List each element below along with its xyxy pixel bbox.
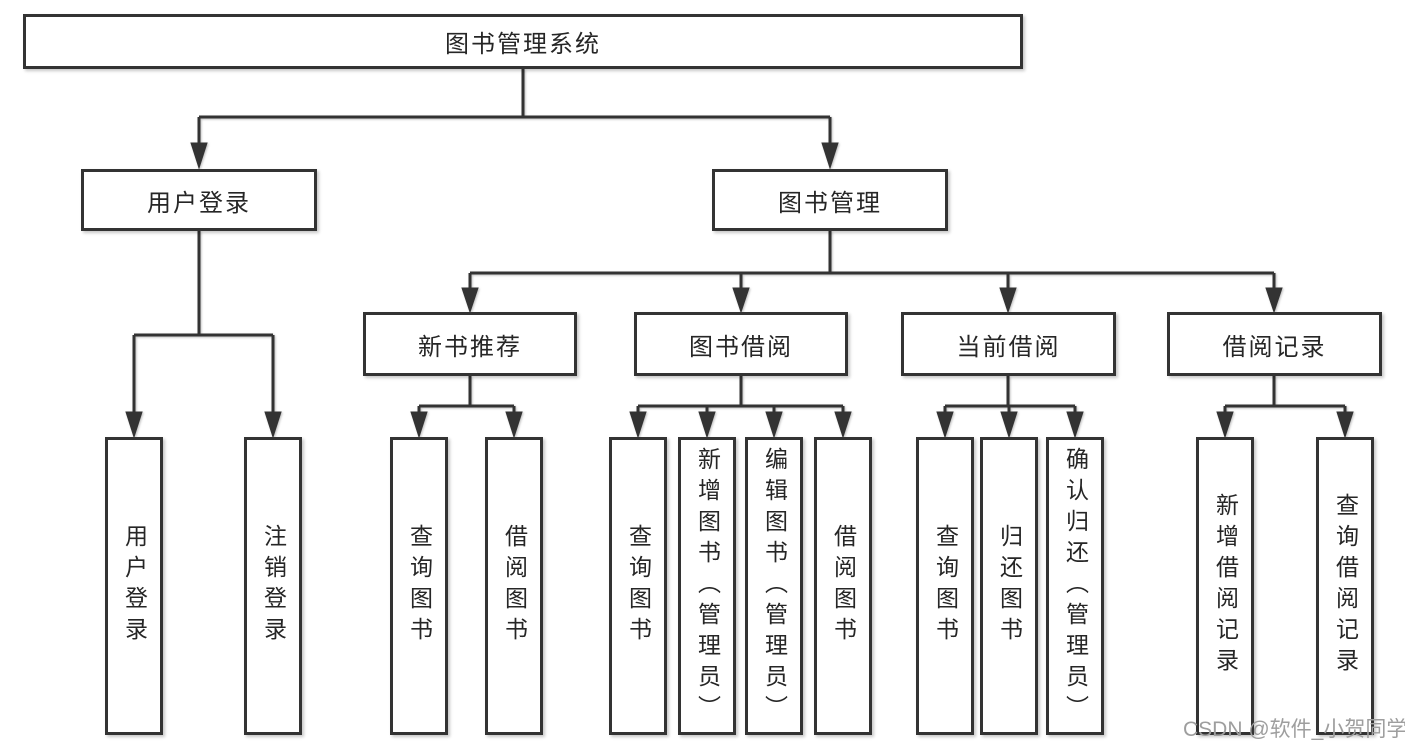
node-label: 图书借阅 bbox=[689, 333, 793, 361]
node-label: 图书管理 bbox=[778, 189, 882, 217]
csdn-watermark: CSDN @软件_小贺同学 bbox=[1183, 718, 1405, 741]
leaf-confirm-return-admin: 确认归还（管理员） bbox=[1046, 437, 1104, 735]
leaf-query-books-current: 查询图书 bbox=[916, 437, 974, 735]
leaf-borrow-books: 借阅图书 bbox=[814, 437, 872, 735]
node-current-borrow: 当前借阅 bbox=[901, 312, 1116, 376]
node-label: 查询图书 bbox=[932, 524, 959, 648]
leaf-add-borrow-record: 新增借阅记录 bbox=[1196, 437, 1254, 735]
leaf-query-books-recommend: 查询图书 bbox=[390, 437, 448, 735]
node-label: 编辑图书（管理员） bbox=[761, 446, 788, 726]
node-label: 归还图书 bbox=[996, 524, 1023, 648]
node-book-management: 图书管理 bbox=[712, 169, 948, 231]
node-label: 借阅图书 bbox=[830, 524, 857, 648]
node-new-book-recommend: 新书推荐 bbox=[363, 312, 577, 376]
leaf-edit-books-admin: 编辑图书（管理员） bbox=[745, 437, 803, 735]
connector-user-login-to-leaves bbox=[125, 231, 282, 439]
node-label: 用户登录 bbox=[121, 524, 148, 648]
node-label: 图书管理系统 bbox=[445, 31, 601, 58]
leaf-user-login: 用户登录 bbox=[105, 437, 163, 735]
node-borrow-records: 借阅记录 bbox=[1167, 312, 1382, 376]
leaf-return-books: 归还图书 bbox=[980, 437, 1038, 735]
leaf-borrow-books-recommend: 借阅图书 bbox=[485, 437, 543, 735]
connector-borrow-records-to-leaves bbox=[1216, 376, 1354, 439]
node-label: 查询图书 bbox=[406, 524, 433, 648]
node-label: 用户登录 bbox=[147, 189, 251, 217]
node-library-management-system: 图书管理系统 bbox=[23, 14, 1023, 69]
leaf-query-books-borrow: 查询图书 bbox=[609, 437, 667, 735]
node-label: 注销登录 bbox=[260, 524, 287, 648]
node-label: 借阅图书 bbox=[501, 524, 528, 648]
node-label: 新增借阅记录 bbox=[1212, 493, 1239, 679]
leaf-query-borrow-record: 查询借阅记录 bbox=[1316, 437, 1374, 735]
node-label: 新书推荐 bbox=[418, 333, 522, 361]
connector-root-to-level2 bbox=[190, 69, 839, 170]
connector-current-borrow-to-leaves bbox=[936, 376, 1084, 439]
leaf-add-books-admin: 新增图书（管理员） bbox=[678, 437, 736, 735]
connector-book-management-to-level3 bbox=[461, 231, 1283, 314]
node-book-borrow: 图书借阅 bbox=[634, 312, 848, 376]
node-label: 当前借阅 bbox=[956, 333, 1061, 361]
connector-new-book-recommend-to-leaves bbox=[410, 376, 523, 439]
node-label: 查询图书 bbox=[625, 524, 652, 648]
node-user-login: 用户登录 bbox=[81, 169, 317, 231]
node-label: 新增图书（管理员） bbox=[694, 446, 721, 726]
node-label: 确认归还（管理员） bbox=[1062, 446, 1089, 726]
node-label: 查询借阅记录 bbox=[1332, 493, 1359, 679]
leaf-logout: 注销登录 bbox=[244, 437, 302, 735]
connector-book-borrow-to-leaves bbox=[629, 376, 852, 439]
node-label: 借阅记录 bbox=[1222, 333, 1327, 361]
